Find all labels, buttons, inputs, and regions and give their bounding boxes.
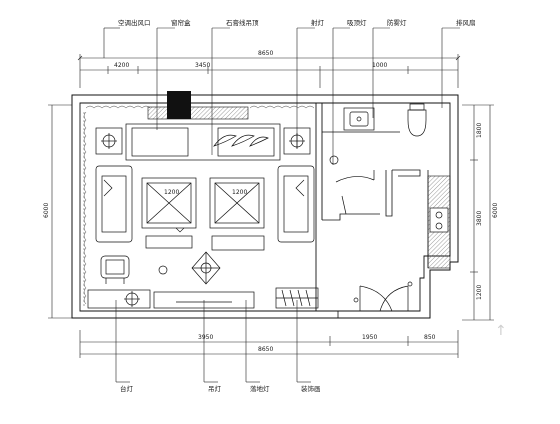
dim-bottom-overall: 8650 [258, 346, 273, 353]
callout-exhaust-fan: 排风扇 [456, 18, 476, 27]
walls [71, 94, 459, 319]
curtain-box [147, 106, 249, 120]
callout-curtain-box: 窗帘盒 [171, 18, 191, 27]
dim-bottom-seg-3: 850 [424, 334, 436, 341]
dim-top-overall: 8650 [258, 50, 273, 57]
callout-decor-painting: 装饰画 [301, 384, 321, 393]
desk [87, 289, 151, 309]
callout-floor-lamp: 落地灯 [250, 384, 270, 393]
bottom-callouts [115, 300, 311, 383]
bed [125, 123, 281, 161]
top-callouts [103, 27, 460, 165]
callout-spotlight: 射灯 [311, 18, 325, 27]
dim-bottom-seg-2: 1950 [362, 334, 377, 341]
bathroom-fixtures [329, 103, 427, 312]
chandelier [191, 251, 221, 285]
table-right [209, 177, 265, 229]
callout-ceiling-light: 吸顶灯 [347, 18, 367, 27]
callout-ac-vent: 空调出风口 [118, 18, 151, 27]
dim-left: 6000 [43, 203, 50, 218]
dim-right-lower: 1200 [476, 285, 483, 300]
callout-chandelier: 吊灯 [208, 384, 222, 393]
nightstand-left [95, 127, 123, 155]
callout-desk-lamp: 台灯 [120, 384, 134, 393]
table-right-label: 1200 [232, 189, 247, 196]
bench-right [211, 235, 265, 251]
dim-right-overall: 6000 [492, 203, 499, 218]
dim-top-seg-2: 3450 [195, 62, 210, 69]
nightstand-right [283, 127, 311, 155]
sofa-left [95, 165, 133, 243]
table-left-label: 1200 [164, 189, 179, 196]
dim-right-upper: 1800 [476, 123, 483, 138]
callout-fog-light: 防雾灯 [387, 18, 407, 27]
counter-sink [429, 207, 449, 233]
right-dimensions [462, 104, 494, 321]
dim-right-middle: 3800 [476, 211, 483, 226]
bench-left [145, 235, 193, 249]
ac-unit-block [167, 91, 191, 119]
side-table [158, 265, 168, 275]
sofa-right [277, 165, 315, 243]
curtain-trim [83, 105, 315, 306]
table-left [141, 177, 197, 229]
table-arrow [175, 227, 185, 233]
armchair [100, 255, 130, 284]
callout-gypsum-ceiling: 石膏线吊顶 [226, 18, 259, 27]
top-dimensions [77, 54, 461, 88]
watermark: ↑ [495, 323, 507, 339]
dim-bottom-seg-1: 3950 [198, 334, 213, 341]
bottom-dimensions [79, 330, 459, 358]
dim-top-right: 1000 [372, 62, 387, 69]
dim-top-seg-1: 4200 [114, 62, 129, 69]
left-dimension [48, 104, 72, 319]
